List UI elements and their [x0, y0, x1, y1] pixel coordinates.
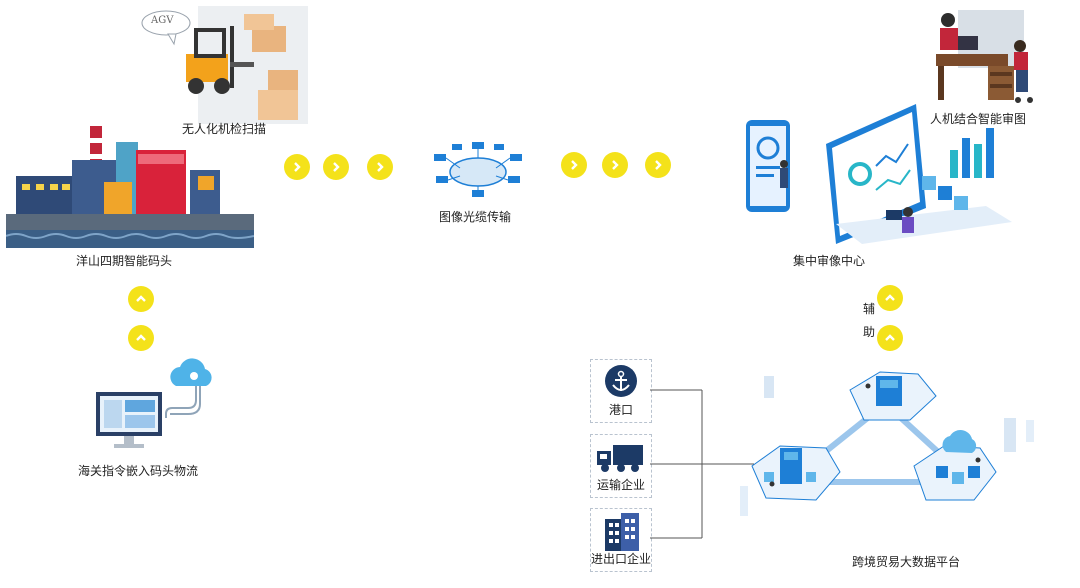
- chevron-right-icon: [367, 154, 393, 180]
- transport-label: 运输企业: [596, 478, 645, 492]
- harbor-label: 港口: [608, 403, 633, 417]
- assist-char-1: 辅: [863, 302, 876, 316]
- chevron-right-icon: [323, 154, 349, 180]
- building-icon: [605, 513, 639, 551]
- import-export-label: 进出口企业: [591, 552, 652, 566]
- chevron-right-icon: [284, 154, 310, 180]
- port-terminal-illustration: [6, 126, 254, 248]
- chevron-right-icon: [645, 152, 671, 178]
- import-export-box: 进出口企业: [590, 508, 652, 572]
- human-ai-label: 人机结合智能审图: [930, 112, 1027, 126]
- chevron-up-icon: [128, 325, 154, 351]
- chevron-right-icon: [561, 152, 587, 178]
- chevron-up-icon: [877, 285, 903, 311]
- assist-char-2: 助: [863, 325, 876, 339]
- chevron-right-icon: [602, 152, 628, 178]
- truck-icon: [597, 445, 643, 472]
- anchor-icon: [605, 365, 637, 397]
- big-data-platform-illustration: [740, 371, 1034, 516]
- agv-scan-label: 无人化机检扫描: [182, 122, 267, 136]
- port-label: 洋山四期智能码头: [76, 254, 173, 268]
- fiber-label: 图像光缆传输: [439, 210, 512, 224]
- center-label: 集中审像中心: [793, 254, 866, 268]
- agv-forklift-illustration: [141, 6, 308, 124]
- transport-box: 运输企业: [590, 434, 652, 498]
- agv-bubble-text: AGV: [151, 15, 174, 26]
- chevron-up-icon: [128, 286, 154, 312]
- office-workers-illustration: [936, 10, 1033, 103]
- review-center-illustration: [746, 104, 1012, 244]
- harbor-box: 港口: [590, 359, 652, 423]
- customs-label: 海关指令嵌入码头物流: [78, 464, 199, 478]
- customs-computer-icon: [96, 358, 212, 448]
- chevron-up-icon: [877, 325, 903, 351]
- big-data-label: 跨境贸易大数据平台: [852, 555, 961, 569]
- fiber-network-icon: [434, 142, 522, 197]
- connector-lines: [650, 389, 754, 539]
